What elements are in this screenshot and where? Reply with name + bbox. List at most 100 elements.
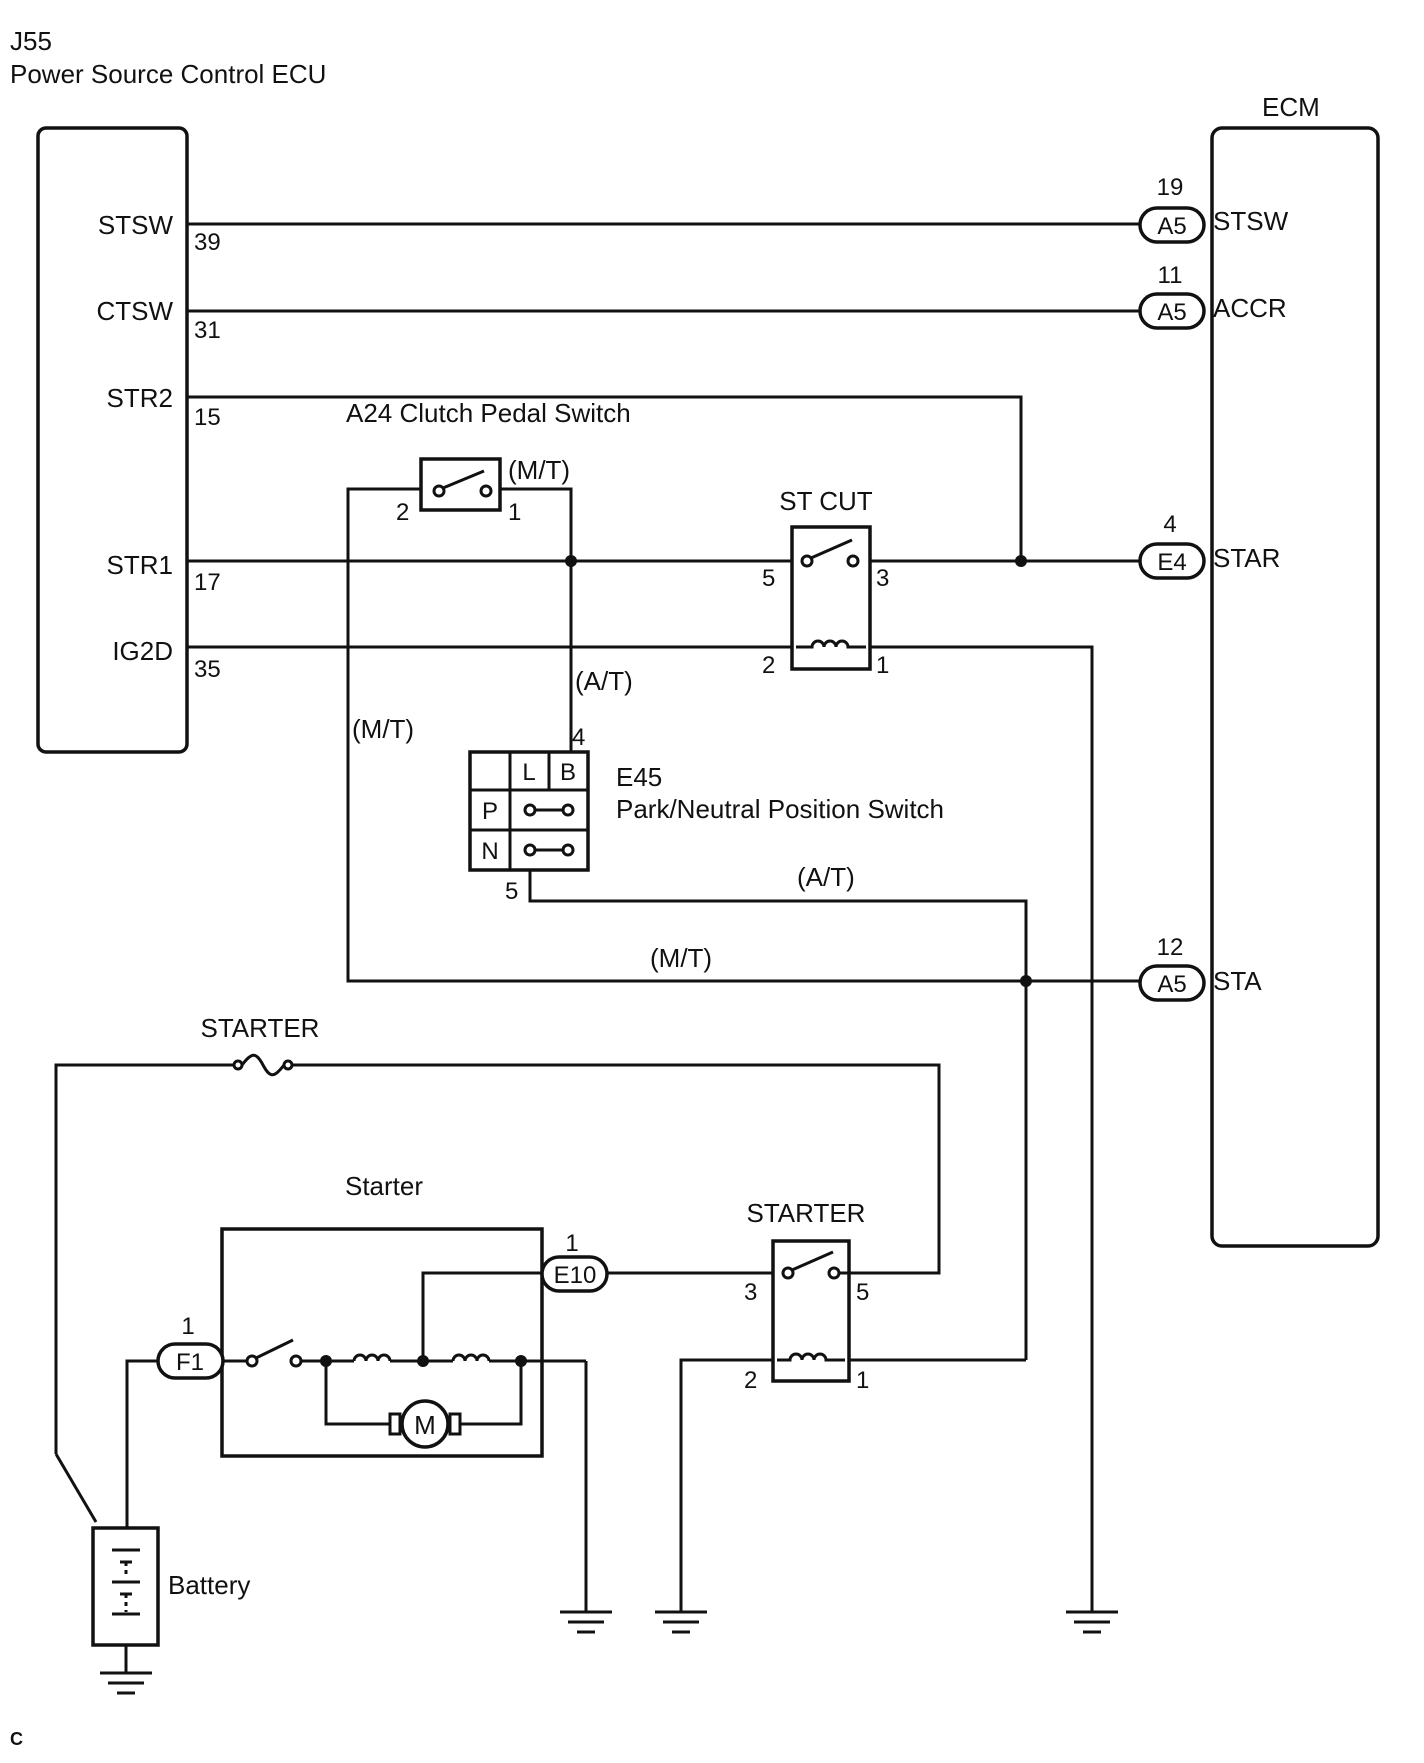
starter-switch-blade [255,1338,294,1360]
clutch-switch-variant: (M/T) [508,455,570,485]
ecm-pin-num-11: 11 [1158,262,1183,289]
wire-motor-right [460,1361,523,1426]
pnp-row-p: P [482,798,498,825]
e10-pin-1: 1 [565,1230,578,1257]
power-source-control-ecu-box [36,126,189,754]
ecu-left-code: J55 [10,26,52,56]
wire-mt-sta [346,487,1140,983]
starter-junction-2 [417,1355,429,1367]
ecm-pin-name-sta: STA [1213,966,1262,996]
clutch-pin-1: 1 [508,499,521,526]
motor-brush-right [448,1412,462,1436]
connector-a5-label-2: A5 [1157,299,1186,326]
pin-num-15: 15 [194,404,221,431]
connector-a5-sta [1138,964,1206,1002]
f1-pin-1: 1 [181,1313,194,1340]
wire-st-cut-coil-ground [870,645,1094,1612]
ecm-pin-name-stsw: STSW [1213,206,1289,236]
connector-e10-label: E10 [554,1262,597,1289]
starter-relay-label: STARTER [747,1198,866,1228]
pnp-row-n: N [481,838,498,865]
wire-pnp-to-starter-relay [528,870,1028,1360]
clutch-switch-contact-right [479,484,493,498]
st-cut-pin-3: 3 [876,565,889,592]
connector-a5-label-3: A5 [1157,971,1186,998]
wire-e10-internal [421,1271,542,1361]
st-cut-blade [810,538,853,560]
motor-symbol [400,1399,450,1449]
ecm-pin-num-12: 12 [1157,934,1184,961]
starter-relay-pin-3: 3 [744,1279,757,1306]
starter-relay-contact-left [781,1266,795,1280]
fuse-symbol [232,1053,294,1077]
st-cut-pin-1: 1 [876,652,889,679]
starter-relay-coil [777,1352,845,1362]
starter-label: Starter [345,1171,423,1201]
clutch-pin-2: 2 [396,499,409,526]
pin-name-ig2d: IG2D [112,636,173,666]
pnp-col-l: L [522,759,535,786]
st-cut-pin-2: 2 [762,652,775,679]
ecm-pin-name-star: STAR [1213,543,1280,573]
label-mt-left: (M/T) [352,714,414,744]
pnp-pin-5: 5 [505,878,518,905]
pin-name-str1: STR1 [107,550,173,580]
ground-symbol-1 [1066,1610,1118,1634]
pin-name-ctsw: CTSW [96,296,173,326]
clutch-pedal-switch-box [419,457,502,512]
label-mt-lower: (M/T) [650,943,712,973]
ecm-pin-name-accr: ACCR [1213,293,1287,323]
pnp-code: E45 [616,762,662,792]
ecm-title: ECM [1262,92,1320,122]
starter-relay-box [771,1239,851,1383]
st-cut-contact-right [846,554,860,568]
clutch-switch-label: A24 Clutch Pedal Switch [346,398,631,428]
starter-relay-blade [791,1250,834,1272]
wire-clutch-to-pnp [500,487,573,758]
starter-field-coil-1 [352,1353,392,1362]
pin-num-35: 35 [194,656,221,683]
starter-field-coil-2 [451,1353,491,1362]
starter-relay-pin-1: 1 [856,1367,869,1394]
corner-mark: C [10,1729,23,1749]
pin-num-31: 31 [194,317,221,344]
fuse-label: STARTER [201,1013,320,1043]
ecu-left-name: Power Source Control ECU [10,59,326,89]
wire-battery-to-fuse [54,1063,235,1454]
wire-str2 [187,395,1023,561]
ground-symbol-3 [655,1610,707,1634]
label-at-lower: (A/T) [797,862,855,892]
starter-switch-contact-left [245,1354,259,1368]
clutch-switch-blade [442,469,485,490]
connector-f1-label: F1 [176,1349,204,1376]
battery-label: Battery [168,1570,250,1600]
motor-brush-left [388,1412,402,1436]
st-cut-label: ST CUT [779,486,873,516]
st-cut-pin-5: 5 [762,565,775,592]
pin-num-17: 17 [194,569,221,596]
st-cut-coil [796,639,866,649]
ground-symbol-4 [100,1671,152,1695]
wire-fuse-to-starter-relay [292,1063,941,1275]
battery-cells [112,1548,140,1616]
ecm-pin-num-4: 4 [1163,511,1176,538]
connector-a5-label-1: A5 [1157,213,1186,240]
st-cut-contact-left [800,554,814,568]
wire-motor-left [324,1361,390,1426]
ecm-box [1210,126,1380,1248]
pnp-n-contact [523,843,575,857]
label-at-upper: (A/T) [575,666,633,696]
clutch-switch-contact-left [432,484,446,498]
pnp-switch-box [468,750,590,872]
ground-symbol-2 [560,1610,612,1634]
connector-e4-label: E4 [1157,549,1186,576]
starter-relay-pin-2: 2 [744,1367,757,1394]
junction-star [1015,555,1027,567]
battery-box [91,1526,160,1647]
pnp-name: Park/Neutral Position Switch [616,794,944,824]
motor-label: M [414,1410,436,1440]
pnp-col-b: B [560,759,576,786]
starter-relay-pin-5: 5 [856,1279,869,1306]
starter-box [220,1227,544,1458]
